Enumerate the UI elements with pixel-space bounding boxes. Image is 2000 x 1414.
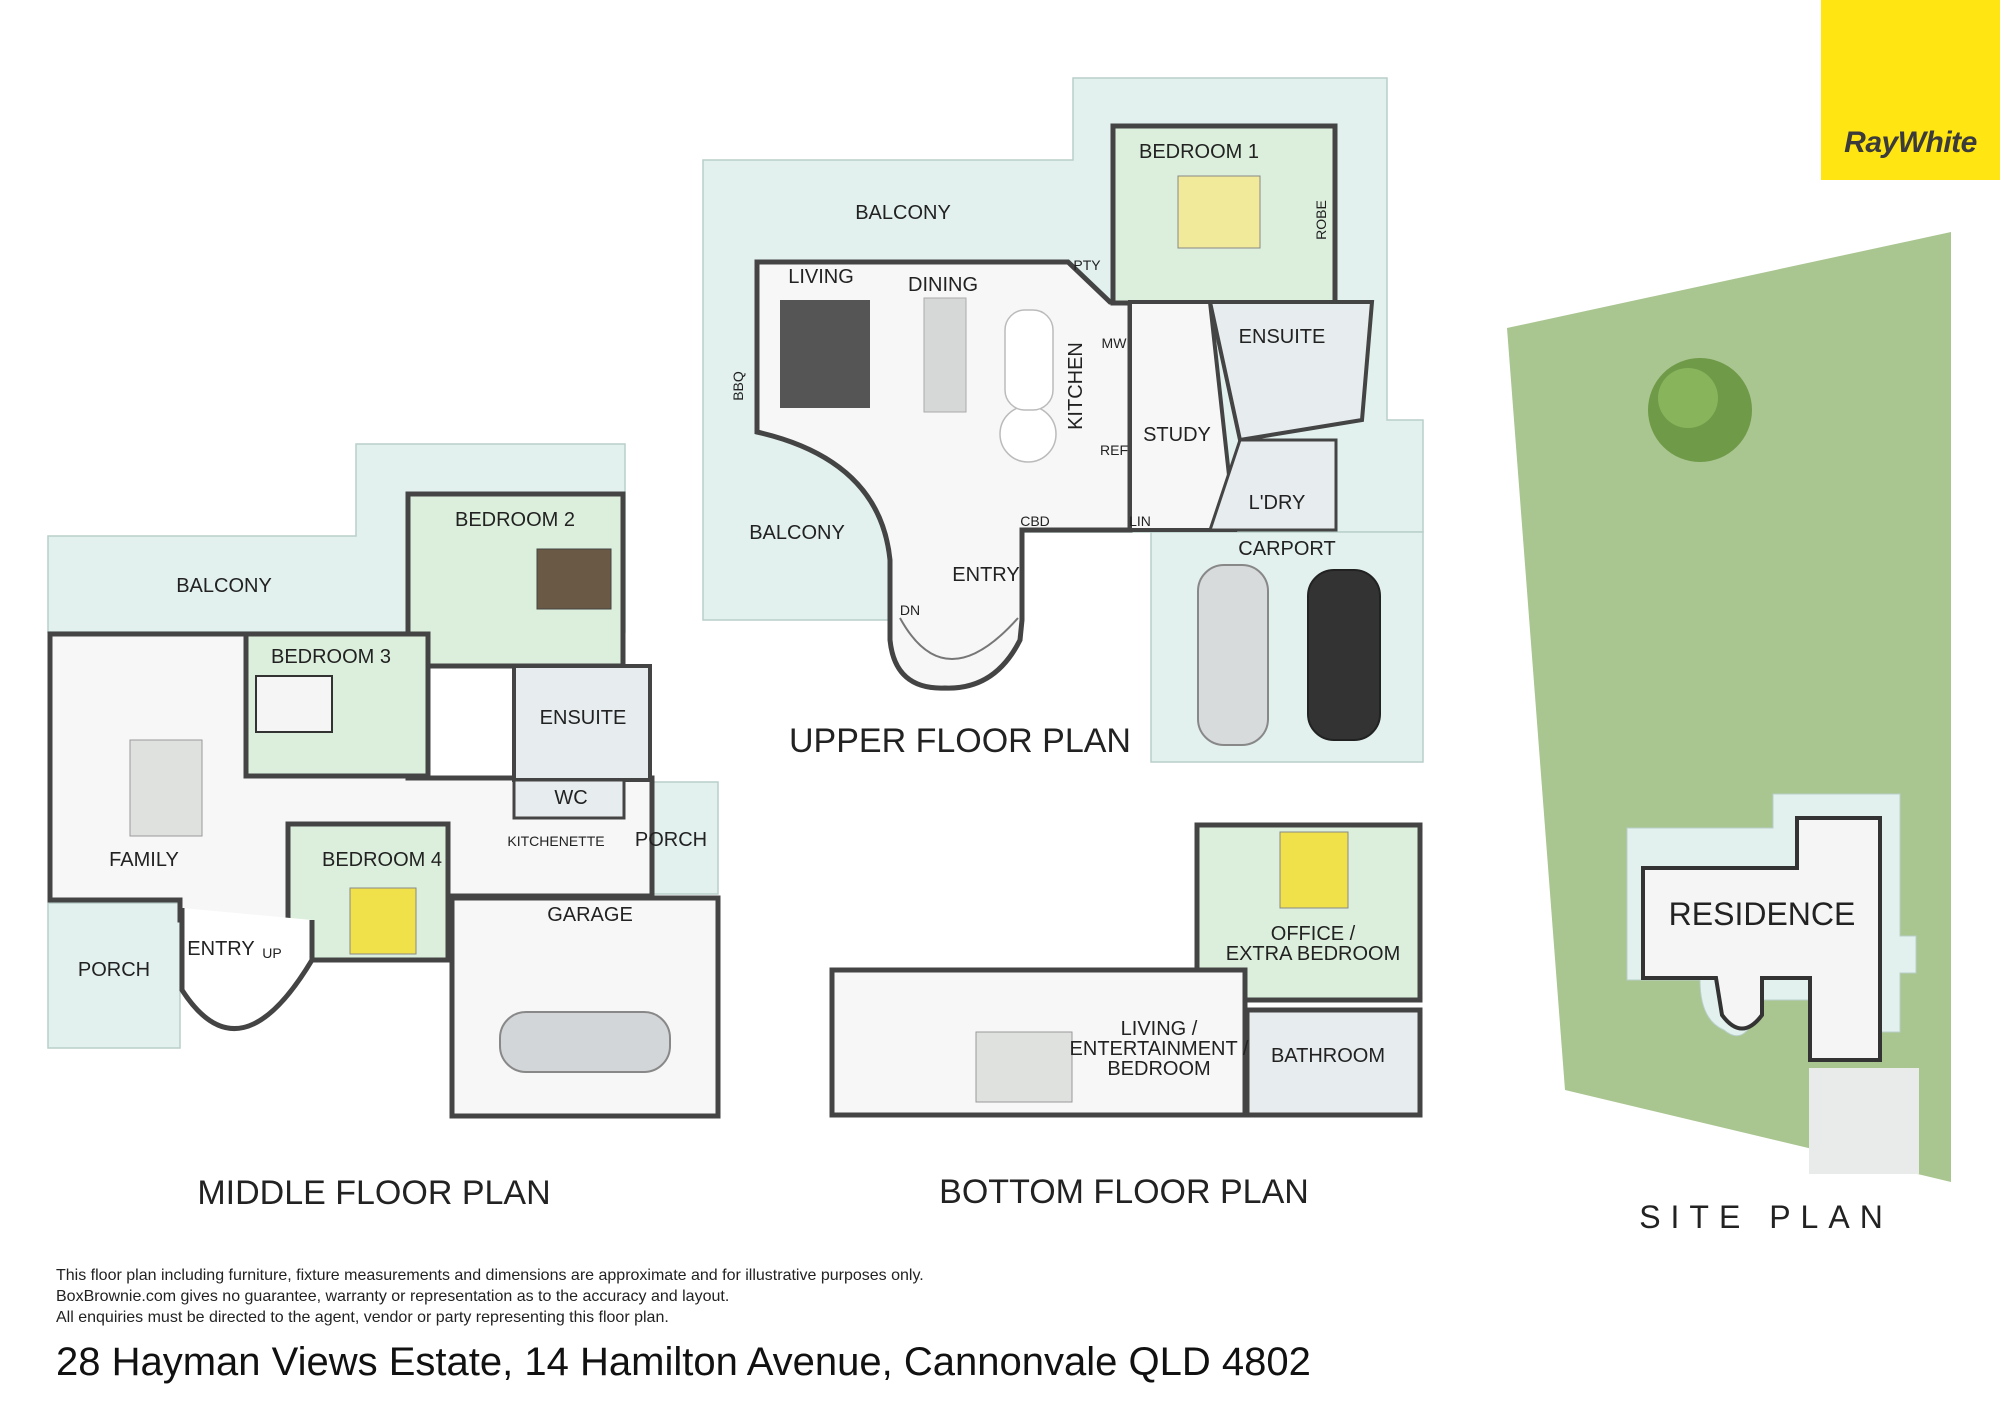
residence-building: [1641, 816, 1882, 1062]
disclaimer-line-3: All enquiries must be directed to the ag…: [56, 1309, 669, 1326]
site-plan-title: SITE PLAN: [1639, 1199, 1893, 1235]
middle-ensuite-label: ENSUITE: [540, 707, 627, 729]
refrigerator-label: REF: [1100, 442, 1128, 458]
upper-ensuite-label: ENSUITE: [1239, 326, 1326, 348]
bottom-floor-plan: OFFICE / EXTRA BEDROOM LIVING / ENTERTAI…: [829, 822, 1423, 1211]
office-label-line2: EXTRA BEDROOM: [1226, 943, 1400, 965]
bottom-living-label-line1: LIVING /: [1121, 1018, 1198, 1040]
raywhite-logo-text: RayWhite: [1844, 126, 1977, 159]
middle-porch-left-area: [47, 902, 181, 1049]
middle-porch-right-label: PORCH: [635, 829, 707, 851]
site-driveway: [1809, 1068, 1919, 1174]
wc-label: WC: [554, 787, 587, 809]
bottom-floor-plan-title: BOTTOM FLOOR PLAN: [939, 1173, 1309, 1211]
bedroom-4-label: BEDROOM 4: [322, 849, 442, 871]
kitchen-label: KITCHEN: [1065, 342, 1087, 430]
microwave-label: MW: [1102, 335, 1128, 351]
site-tree-highlight: [1658, 368, 1718, 428]
carport-area: [1150, 531, 1424, 763]
bottom-bathroom-area: [1244, 1007, 1423, 1118]
bedroom-4-bed: [349, 887, 417, 955]
living-rug: [780, 300, 870, 408]
dining-table: [923, 297, 967, 413]
residence-label: RESIDENCE: [1669, 896, 1856, 932]
living-label: LIVING: [788, 266, 854, 288]
bedroom-2-label: BEDROOM 2: [455, 509, 575, 531]
middle-entry-label: ENTRY: [187, 938, 254, 960]
bedroom-3-bed: [255, 675, 333, 733]
garage-area: [449, 895, 721, 1119]
bottom-bathroom-label: BATHROOM: [1271, 1045, 1385, 1067]
middle-spiral-stair: [179, 908, 315, 1031]
middle-floor-plan-title: MIDDLE FLOOR PLAN: [197, 1174, 550, 1212]
upper-balcony-bottom-label: BALCONY: [749, 522, 845, 544]
bottom-sofa: [975, 1031, 1073, 1103]
property-address: 28 Hayman Views Estate, 14 Hamilton Aven…: [56, 1340, 1311, 1384]
bedroom-2-bed: [536, 548, 612, 610]
study-label: STUDY: [1143, 424, 1211, 446]
disclaimer-line-1: This floor plan including furniture, fix…: [56, 1267, 924, 1284]
laundry-area: [1207, 438, 1338, 532]
bedroom-3-label: BEDROOM 3: [271, 646, 391, 668]
bottom-living-label-line3: BEDROOM: [1107, 1058, 1210, 1080]
disclaimer-line-2: BoxBrownie.com gives no guarantee, warra…: [56, 1288, 730, 1305]
carport-label: CARPORT: [1238, 538, 1335, 560]
linen-label: LIN: [1129, 513, 1151, 529]
garage-label: GARAGE: [547, 904, 633, 926]
middle-ensuite-area: [512, 664, 652, 782]
middle-balcony-label: BALCONY: [176, 575, 272, 597]
cupboard-label: CBD: [1020, 513, 1050, 529]
upper-ensuite-area: [1207, 300, 1375, 443]
pantry-label: PTY: [1073, 257, 1101, 273]
kitchen-island: [1004, 309, 1054, 411]
garage-car: [499, 1011, 671, 1073]
upper-balcony-top-label: BALCONY: [855, 202, 951, 224]
bottom-living-label-line2: ENTERTAINMENT /: [1070, 1038, 1249, 1060]
robe-label: ROBE: [1313, 200, 1329, 240]
middle-floor-plan: BALCONY BEDROOM 2 BEDROOM 3 ENSUITE WC K…: [47, 443, 721, 1212]
stairs-up-label: UP: [262, 945, 281, 961]
site-plan: RESIDENCE SITE PLAN: [1507, 232, 1951, 1235]
upper-floor-plan: BALCONY BALCONY BEDROOM 1 ROBE LIVING DI…: [702, 77, 1424, 763]
office-bed: [1279, 831, 1349, 909]
middle-porch-left-label: PORCH: [78, 959, 150, 981]
bedroom-1-label: BEDROOM 1: [1139, 141, 1259, 163]
kitchen-island-round: [999, 405, 1057, 463]
dining-label: DINING: [908, 274, 978, 296]
stairs-down-label: DN: [900, 602, 920, 618]
upper-entry-label: ENTRY: [952, 564, 1019, 586]
bbq-label: BBQ: [730, 371, 746, 401]
bedroom-1-bed: [1177, 175, 1261, 249]
carport-car-silver: [1197, 564, 1269, 746]
raywhite-logo: RayWhite: [1821, 0, 2000, 180]
carport-car-black: [1307, 569, 1381, 741]
upper-floor-plan-title: UPPER FLOOR PLAN: [789, 722, 1131, 760]
kitchenette-label: KITCHENETTE: [507, 833, 604, 849]
family-label: FAMILY: [109, 849, 179, 871]
family-sofa: [129, 739, 203, 837]
office-label-line1: OFFICE /: [1271, 923, 1356, 945]
disclaimer: This floor plan including furniture, fix…: [56, 1265, 924, 1328]
upper-spiral-stair: [899, 617, 1019, 660]
laundry-label: L'DRY: [1249, 492, 1306, 514]
wc-area: [512, 778, 626, 820]
